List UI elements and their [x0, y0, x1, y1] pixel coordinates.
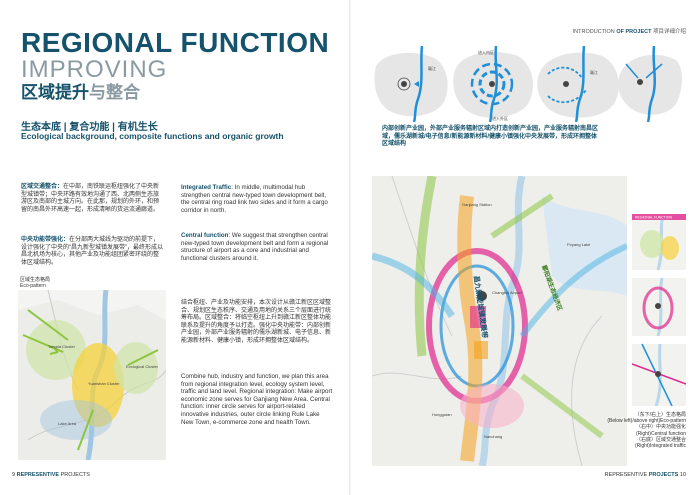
thumbnail-3	[632, 343, 686, 406]
function-diagrams: 赣江 进入内区 进入外区 赣江	[374, 45, 682, 122]
section-heading-cn: 生态本底 | 复合功能 | 有机生长	[21, 122, 158, 133]
intro-heading: INTRODUCTION OF PROJECT 项目详细介绍	[572, 29, 686, 35]
footer-right: REPRESENTIVE PROJECTS 10	[604, 472, 686, 478]
section-heading-en: Ecological background, composite functio…	[21, 131, 284, 141]
eco-map-label-4: Lake Area	[58, 421, 77, 426]
thumbnail-maps: REGIONAL FUNCTION	[632, 214, 686, 406]
diagram-2-label-outer: 进入外区	[492, 115, 508, 121]
map-label-4: Nanchang	[484, 434, 502, 439]
right-note: 内部创新产业园，外部产业服务辐射区域内打造创新产业园，产业服务辐射南昌区域，儒乐…	[382, 126, 599, 148]
eco-map-label-3: Ecological Cluster	[126, 364, 159, 369]
thumbnail-1: REGIONAL FUNCTION	[632, 214, 686, 271]
diagram-2: 进入内区 进入外区	[453, 45, 533, 122]
eco-pattern-map: Tongda Cluster Yuanshan Cluster Ecologic…	[18, 290, 166, 460]
paragraph-traffic-en: Integrated Traffic: In middle, multimoda…	[181, 184, 328, 214]
paragraph-central-cn: 中央功能带强化：在分部两大城线为驱动的前提下，设计强化了中央的“昌九新型城镇发展…	[21, 237, 163, 266]
regional-map: Ganjiang Station Poyang Lake Changbei Ai…	[372, 176, 627, 466]
thumbnail-2	[632, 277, 686, 337]
diagram-1: 赣江	[374, 45, 448, 122]
page-subtitle: IMPROVING	[21, 56, 168, 83]
footer-left: 9 REPRESENTIVE PROJECTS	[12, 472, 90, 478]
diagram-3-river-label: 赣江	[590, 69, 598, 75]
paragraph-central-en: Central function: We suggest that streng…	[181, 232, 329, 262]
map-legend: （东下/右上）生态格局 (Below left)/above right)Eco…	[607, 412, 686, 450]
page-title: REGIONAL FUNCTION	[21, 27, 330, 58]
thumbnail-1-title: REGIONAL FUNCTION	[635, 216, 672, 220]
page-title-cn: 区域提升与整合	[21, 83, 140, 102]
map-label-1: Ganjiang Station	[462, 202, 492, 207]
eco-map-label: 区域生态格局 Eco-pattern	[20, 277, 51, 289]
spread-fold	[349, 0, 351, 495]
map-label-5: Honggutan	[432, 412, 452, 417]
eco-map-label-1: Tongda Cluster	[48, 344, 76, 349]
diagram-4	[618, 45, 682, 122]
eco-map-label-2: Yuanshan Cluster	[88, 381, 120, 386]
map-label-3: Changbei Airport	[492, 290, 523, 295]
map-label-2: Poyang Lake	[567, 242, 591, 247]
paragraph-integration-cn: 结合枢纽、产业及功能安排，本次设计从赣江新区区域整合、规划区生态秩序、交通及用地…	[181, 300, 332, 344]
diagram-1-river-label: 赣江	[428, 65, 436, 71]
diagram-3: 赣江	[537, 45, 619, 122]
paragraph-traffic-cn: 区域交通整合：在中部，南铁联运枢纽强化了中央新型城镇带；中央环路有效地沟通了西、…	[21, 184, 160, 213]
diagram-2-label-inner: 进入内区	[478, 49, 494, 55]
paragraph-integration-en: Combine hub, industry and function, we p…	[181, 373, 333, 426]
